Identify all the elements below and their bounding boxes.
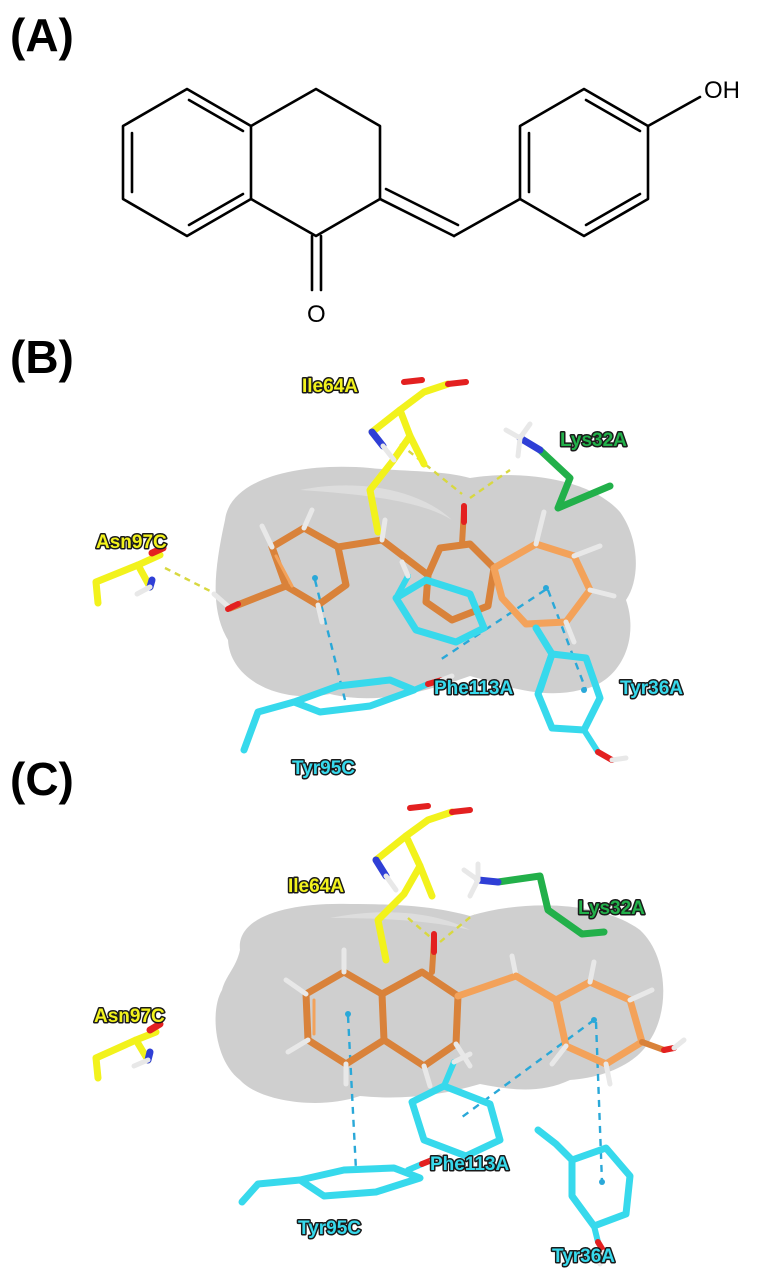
- ligand-b: [211, 503, 617, 645]
- panel-label-c: (C): [10, 753, 74, 805]
- label-ile64a-c: Ile64A: [288, 876, 344, 897]
- ring-centroid-c-2: [591, 1017, 597, 1023]
- label-asn97c-c: Asn97C: [94, 1006, 165, 1027]
- panel-c-diagram: Ile64A Lys32A Asn97C Phe113A Tyr95C Tyr3…: [92, 803, 687, 1269]
- panel-label-a: (A): [10, 9, 74, 61]
- benzo-double-bond-3: [187, 192, 245, 227]
- pi-stacks-c: [346, 1015, 604, 1183]
- phenol-ring: [518, 87, 650, 238]
- benzo-double-bond-2: [187, 98, 245, 133]
- saturated-ring: [249, 87, 382, 238]
- ring-centroid-b-1: [312, 575, 318, 581]
- label-tyr95c-c: Tyr95C: [298, 1218, 361, 1239]
- residue-tyr36a-b: [532, 624, 629, 763]
- label-tyr36a-c: Tyr36A: [552, 1246, 615, 1267]
- residue-ile64a-c: [372, 803, 473, 964]
- phenol-double-bond-3: [584, 192, 642, 227]
- hydroxyl-label: OH: [704, 77, 740, 104]
- ring-centroid-c-3: [599, 1179, 605, 1185]
- phenol-double-bond-2: [584, 98, 642, 133]
- residue-phe113a-c: [408, 1051, 504, 1160]
- residue-ile64a-b: [366, 377, 469, 536]
- label-phe113a-c: Phe113A: [430, 1154, 509, 1175]
- pocket-highlight-b: [300, 485, 452, 520]
- label-asn97c-b: Asn97C: [96, 532, 167, 553]
- methine-bond: [452, 197, 522, 238]
- pi-stacks-b: [313, 579, 588, 701]
- label-tyr95c-b: Tyr95C: [292, 758, 355, 779]
- pocket-highlight-c: [330, 912, 470, 930]
- hydroxyl-bond: [646, 95, 702, 128]
- ligand-c: [283, 931, 687, 1089]
- exocyclic-bond: [378, 197, 456, 238]
- label-tyr36a-b: Tyr36A: [620, 678, 683, 699]
- residue-lys32a-c: [461, 861, 608, 938]
- residue-phe113a-b: [392, 559, 488, 646]
- label-phe113a-b: Phe113A: [434, 678, 513, 699]
- ring-centroid-b-2: [543, 585, 549, 591]
- structure-2d: [121, 87, 702, 292]
- residue-tyr36a-c: [534, 1126, 634, 1267]
- ring-centroid-c-1: [345, 1011, 351, 1017]
- residue-asn97c-b: [92, 544, 167, 607]
- benzo-ring: [121, 87, 253, 238]
- residue-lys32a-b: [503, 421, 614, 512]
- hbonds-b: [164, 443, 511, 594]
- residue-tyr95c-c: [238, 1153, 443, 1206]
- hbonds-c: [407, 913, 475, 943]
- ring-centroid-b-3: [581, 687, 587, 693]
- residue-asn97c-c: [92, 1020, 164, 1082]
- label-lys32a-c: Lys32A: [578, 898, 645, 919]
- exocyclic-double-bond: [384, 187, 460, 227]
- panel-b-diagram: Ile64A Lys32A Asn97C Phe113A Tyr36A Tyr9…: [92, 375, 685, 781]
- panel-label-b: (B): [10, 331, 74, 383]
- residue-tyr95c-b: [240, 673, 455, 754]
- label-ile64a-b: Ile64A: [302, 376, 358, 397]
- label-lys32a-b: Lys32A: [560, 430, 627, 451]
- carbonyl-oxygen-label: O: [307, 301, 326, 328]
